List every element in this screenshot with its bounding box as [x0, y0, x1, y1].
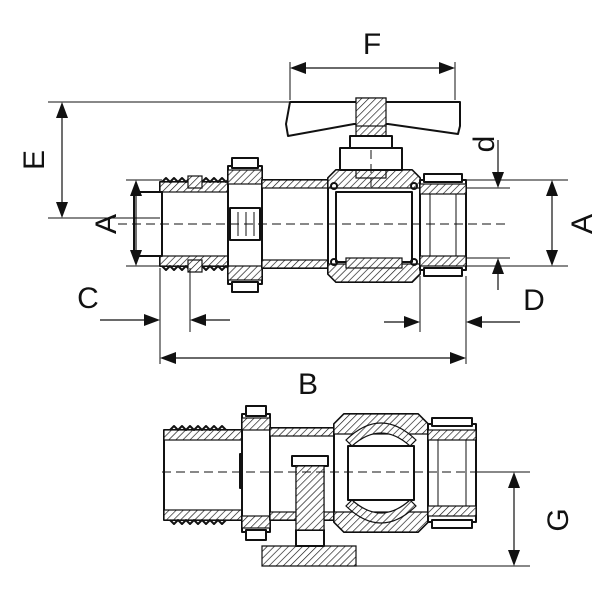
- bottom-valve-view: [162, 405, 490, 567]
- dimension-e-label: E: [18, 150, 51, 170]
- ball-housing: [327, 169, 421, 283]
- union-nut: [227, 157, 263, 293]
- left-connector: [133, 175, 235, 273]
- dimension-c-label: C: [77, 282, 99, 315]
- stem-and-handle: [285, 97, 461, 179]
- dimension-a-left-label: A: [90, 214, 123, 234]
- dimension-f-label: F: [363, 28, 381, 61]
- dimension-g-label: G: [542, 508, 575, 531]
- top-dimensions: F E A A d C: [18, 28, 599, 401]
- bottom-dimensions: G: [356, 471, 575, 567]
- right-end: [419, 173, 467, 277]
- bottom-right-end: [427, 417, 477, 529]
- bottom-ball-housing: [333, 413, 429, 533]
- dimension-b-label: B: [298, 368, 318, 401]
- dimension-d-big-label: D: [523, 284, 545, 317]
- bottom-stem-handle: [261, 455, 357, 567]
- bottom-union-nut: [241, 405, 271, 541]
- dimension-d-small-label: d: [468, 136, 501, 153]
- top-valve-view: [118, 97, 510, 293]
- dimension-a-right-label: A: [566, 214, 599, 234]
